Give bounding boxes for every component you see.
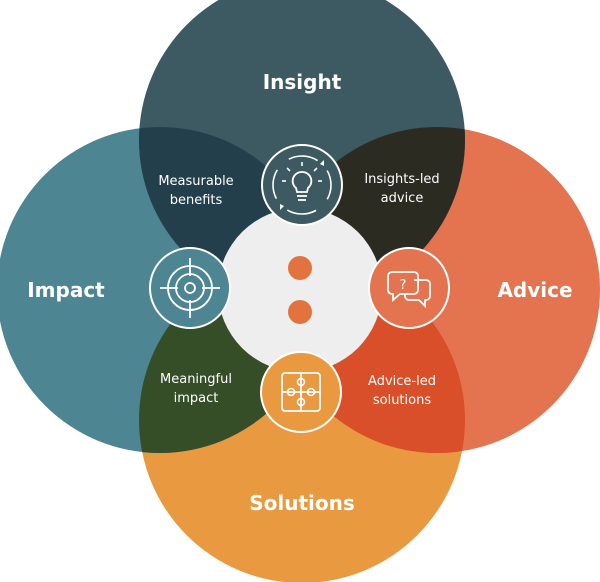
center-disc bbox=[218, 208, 382, 372]
puzzle-icon bbox=[260, 351, 342, 433]
target-icon bbox=[149, 247, 231, 329]
insight-label: Insight bbox=[263, 70, 342, 94]
impact-label: Impact bbox=[27, 278, 105, 302]
meaningful-impact-line1: Meaningful bbox=[160, 372, 232, 387]
insights-led-advice-line2: advice bbox=[381, 191, 424, 206]
insights-led-advice-line1: Insights-led bbox=[364, 172, 439, 187]
meaningful-impact-line2: impact bbox=[174, 391, 219, 406]
advice-label: Advice bbox=[497, 278, 572, 302]
speech-bubbles-icon: ? bbox=[368, 247, 450, 329]
advice-led-solutions-line1: Advice-led bbox=[368, 374, 436, 389]
measurable-benefits-line1: Measurable bbox=[158, 174, 233, 189]
lightbulb-icon bbox=[261, 144, 343, 226]
advice-led-solutions-line2: solutions bbox=[373, 393, 431, 408]
svg-text:?: ? bbox=[400, 278, 407, 293]
solutions-label: Solutions bbox=[249, 491, 355, 515]
measurable-benefits-line2: benefits bbox=[170, 193, 223, 208]
center-dot-top bbox=[288, 256, 312, 280]
center-dot-bottom bbox=[288, 300, 312, 324]
